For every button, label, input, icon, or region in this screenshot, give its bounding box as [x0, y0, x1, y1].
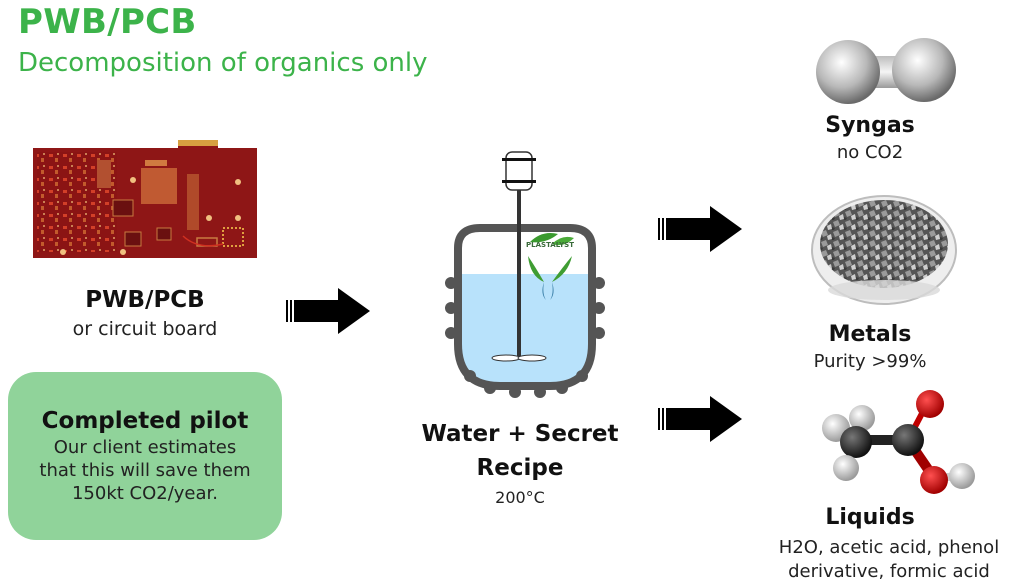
arrow-right-icon — [656, 396, 744, 448]
pilot-line-3: 150kt CO2/year. — [71, 482, 219, 504]
input-name: PWB/PCB — [85, 287, 205, 313]
pilot-line-1: Our client estimates — [53, 436, 237, 458]
pilot-heading: Completed pilot — [41, 407, 249, 434]
output-metals-name: Metals — [828, 322, 912, 347]
reactor-temperature: 200°C — [495, 488, 545, 507]
output-syngas-description: no CO2 — [836, 142, 904, 163]
circuit-board-image — [33, 140, 257, 262]
metal-granules-dish — [808, 190, 960, 312]
reactor-vessel — [440, 148, 610, 402]
reactor-name-line2: Recipe — [476, 455, 564, 481]
hydrogen-molecule-icon — [814, 36, 958, 112]
reactor-brand: PLASTALYST — [526, 241, 574, 249]
page-subtitle: Decomposition of organics only — [18, 48, 428, 78]
reactor-name-line1: Water + Secret — [421, 421, 619, 447]
plastalyst-logo-icon — [528, 233, 574, 300]
output-liquids-description-2: derivative, formic acid — [788, 561, 990, 582]
input-description: or circuit board — [72, 318, 218, 340]
page-title: PWB/PCB — [18, 2, 197, 42]
output-syngas-name: Syngas — [825, 113, 915, 138]
arrow-right-icon — [284, 288, 372, 340]
output-liquids-name: Liquids — [825, 505, 915, 530]
output-liquids-description-1: H2O, acetic acid, phenol — [778, 537, 1000, 558]
arrow-right-icon — [656, 206, 744, 258]
pilot-line-2: that this will save them — [39, 459, 251, 481]
acetic-acid-molecule-icon — [816, 390, 984, 506]
completed-pilot-box: Completed pilot Our client estimates tha… — [8, 372, 282, 540]
output-metals-description: Purity >99% — [813, 351, 927, 372]
